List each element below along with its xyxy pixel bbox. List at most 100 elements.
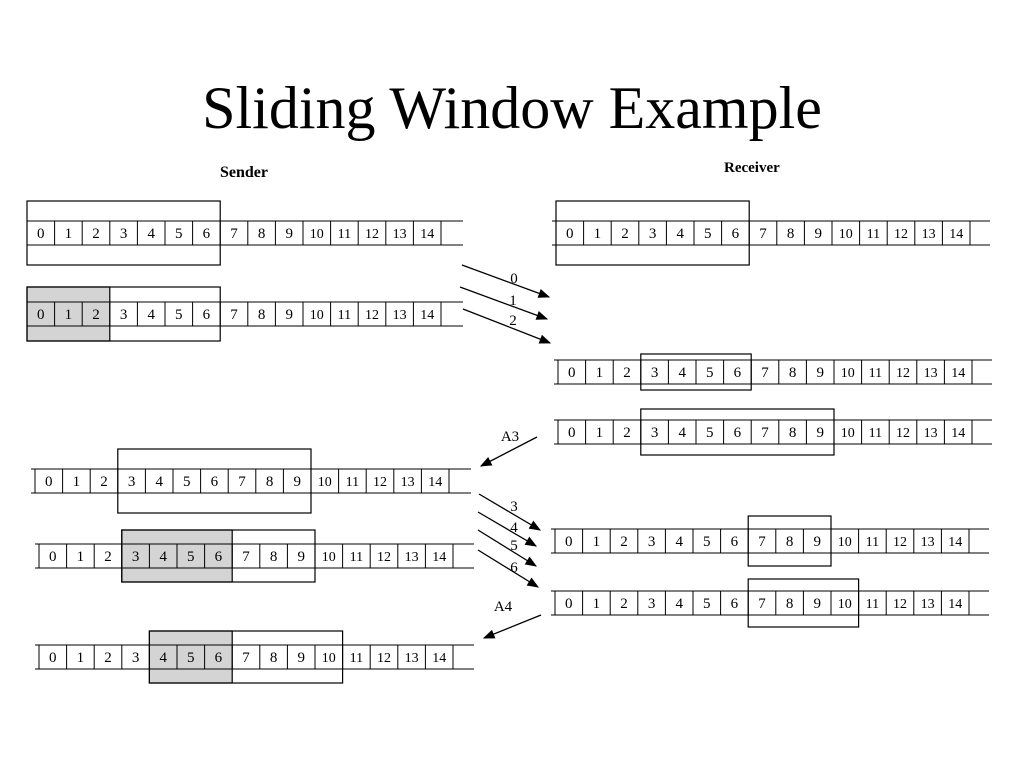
receiver-row-3-cell-3: 3 (651, 425, 659, 441)
sender-row-4-cell-6: 6 (215, 549, 223, 565)
sender-row-1-cell-4: 4 (147, 226, 155, 242)
sender-row-3-cell-8: 8 (266, 474, 274, 490)
sender-row-1-cell-12: 12 (365, 227, 379, 242)
receiver-row-5-cell-14: 14 (948, 597, 962, 612)
sender-row-5-cell-0: 0 (49, 650, 57, 666)
receiver-row-4-cell-7: 7 (758, 534, 766, 550)
receiver-row-2-cell-2: 2 (623, 365, 631, 381)
receiver-row-1-cell-1: 1 (594, 226, 602, 242)
receiver-row-4-cell-9: 9 (813, 534, 821, 550)
frame-5-label: 5 (510, 538, 518, 554)
frame-0-arrow (461, 264, 551, 298)
sender-row-3-cell-12: 12 (373, 475, 387, 490)
receiver-row-5-cell-13: 13 (921, 597, 935, 612)
sender-row-5-cell-7: 7 (242, 650, 250, 666)
receiver-row-5-cell-9: 9 (813, 596, 821, 612)
receiver-row-5-cell-7: 7 (758, 596, 766, 612)
sender-row-3-cell-7: 7 (238, 474, 246, 490)
receiver-row-4-cell-14: 14 (948, 535, 962, 550)
ack-4-label: A4 (494, 599, 513, 615)
sender-row-2-shaded-region (27, 287, 110, 341)
receiver-row-3-cell-5: 5 (706, 425, 714, 441)
sender-row-1-cell-14: 14 (420, 227, 434, 242)
frame-1-label: 1 (509, 293, 517, 309)
sender-row-2-shaded-border (26, 286, 111, 342)
sender-row-5-cell-1: 1 (77, 650, 85, 666)
receiver-label: Receiver (724, 160, 780, 176)
receiver-row-4-cell-5: 5 (703, 534, 711, 550)
receiver-row-1-window (555, 200, 750, 266)
sender-row-4-cell-14: 14 (432, 550, 446, 565)
receiver-row-3-cell-11: 11 (869, 426, 882, 441)
receiver-row-2-cell-12: 12 (896, 366, 910, 381)
ack-3-label: A3 (501, 429, 519, 445)
frame-5-arrow (477, 529, 537, 567)
sender-row-4-cell-2: 2 (104, 549, 112, 565)
receiver-row-4-cell-0: 0 (565, 534, 573, 550)
frame-1-arrow (459, 286, 549, 320)
sender-row-2-cell-13: 13 (393, 308, 407, 323)
sender-row-2-cell-2: 2 (92, 307, 100, 323)
receiver-row-5-cell-10: 10 (838, 597, 852, 612)
ack-3-arrow (479, 436, 538, 467)
receiver-row-2-cell-3: 3 (651, 365, 659, 381)
frame-6-label: 6 (510, 560, 518, 576)
sender-row-3-cell-9: 9 (293, 474, 301, 490)
sender-row-1-cell-8: 8 (258, 226, 266, 242)
receiver-row-5-cell-1: 1 (593, 596, 601, 612)
receiver-row-1-cell-4: 4 (676, 226, 684, 242)
receiver-row-1-cell-11: 11 (867, 227, 880, 242)
sender-row-1-cell-5: 5 (175, 226, 183, 242)
sender-row-5-cell-3: 3 (132, 650, 140, 666)
sender-row-3-cell-14: 14 (428, 475, 442, 490)
receiver-row-4-cell-11: 11 (866, 535, 879, 550)
sender-row-4-cell-11: 11 (350, 550, 363, 565)
receiver-row-5-cell-12: 12 (893, 597, 907, 612)
receiver-row-4-cell-12: 12 (893, 535, 907, 550)
frame-0-label: 0 (510, 271, 518, 287)
sender-row-1-cell-2: 2 (92, 226, 100, 242)
receiver-row-2-cell-6: 6 (734, 365, 742, 381)
sender-row-1-cell-10: 10 (310, 227, 324, 242)
receiver-row-4-cell-2: 2 (620, 534, 628, 550)
sender-row-2-cell-1: 1 (65, 307, 73, 323)
receiver-row-1-cell-0: 0 (566, 226, 574, 242)
receiver-row-3-cell-6: 6 (734, 425, 742, 441)
receiver-row-2-window (640, 353, 752, 391)
receiver-row-3-cell-8: 8 (789, 425, 797, 441)
receiver-row-2-cell-5: 5 (706, 365, 714, 381)
receiver-row-2-cell-8: 8 (789, 365, 797, 381)
receiver-row-4-window (747, 515, 832, 567)
receiver-row-3-cell-1: 1 (596, 425, 604, 441)
frame-6-arrow (477, 549, 539, 588)
sender-row-1-cell-1: 1 (65, 226, 73, 242)
sender-row-3-cell-13: 13 (401, 475, 415, 490)
sender-row-2-cell-9: 9 (285, 307, 293, 323)
sender-row-2-cell-5: 5 (175, 307, 183, 323)
receiver-row-3-cell-12: 12 (896, 426, 910, 441)
sender-row-3-cell-11: 11 (346, 475, 359, 490)
receiver-row-1-cell-14: 14 (949, 227, 963, 242)
sender-row-1-cell-3: 3 (120, 226, 128, 242)
receiver-row-2-cell-13: 13 (924, 366, 938, 381)
receiver-row-2-cell-7: 7 (761, 365, 769, 381)
sender-row-2-cell-0: 0 (37, 307, 45, 323)
receiver-row-1-cell-7: 7 (759, 226, 767, 242)
sender-row-3-cell-5: 5 (183, 474, 191, 490)
receiver-row-3-window (640, 408, 835, 456)
frame-4-label: 4 (510, 520, 518, 536)
receiver-row-4-cell-4: 4 (675, 534, 683, 550)
receiver-row-3-cell-0: 0 (568, 425, 576, 441)
receiver-row-5-window (747, 578, 860, 628)
sender-row-2-cell-12: 12 (365, 308, 379, 323)
receiver-row-2-cell-9: 9 (816, 365, 824, 381)
receiver-row-4-cell-8: 8 (786, 534, 794, 550)
receiver-row-2-cell-4: 4 (678, 365, 686, 381)
receiver-row-3-cell-2: 2 (623, 425, 631, 441)
frame-4-arrow (477, 511, 538, 547)
receiver-row-5-cell-8: 8 (786, 596, 794, 612)
receiver-row-5-cell-0: 0 (565, 596, 573, 612)
sender-row-4-shaded-border (121, 529, 233, 583)
sender-row-4-cell-12: 12 (377, 550, 391, 565)
